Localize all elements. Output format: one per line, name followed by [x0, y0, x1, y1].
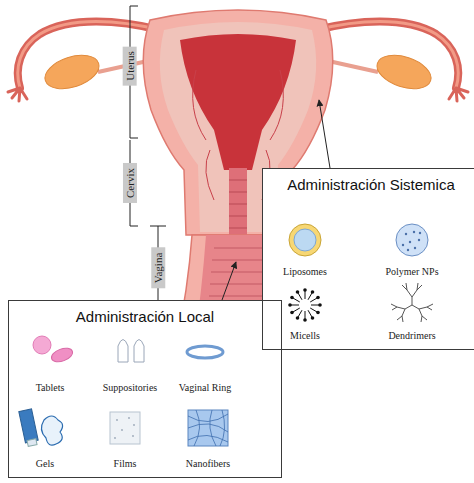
leader-arrow [222, 262, 236, 300]
item-label: Vaginal Ring [179, 382, 232, 393]
polymer-np-icon [396, 224, 428, 256]
item-label: Liposomes [283, 266, 327, 277]
panel-title: Administración Sistemica [263, 176, 474, 193]
leader-arrow [319, 100, 330, 168]
tablet-icon [33, 336, 74, 364]
item-label: Tablets [36, 382, 65, 393]
panel-box: Administración Sistemica [262, 168, 474, 350]
region-label: Cervix [124, 168, 136, 198]
film-icon [110, 412, 140, 444]
micelle-icon [288, 288, 322, 322]
item-label: Polymer NPs [385, 266, 438, 277]
uterine-cavity [180, 34, 296, 170]
item-label: Micells [290, 330, 320, 341]
adnexa-right [316, 22, 468, 102]
region-label: Vagina [152, 253, 164, 284]
gel-icon [19, 409, 63, 447]
item-label: Films [114, 458, 137, 469]
item-label: Gels [36, 458, 54, 469]
region-label: Uterus [124, 51, 136, 80]
item-label: Dendrimers [388, 330, 435, 341]
adnexa-left [8, 22, 160, 102]
region-tab: Uterus [123, 46, 137, 85]
nanofiber-icon [188, 410, 228, 446]
vaginal-ring-icon [187, 346, 223, 358]
liposome-icon [289, 224, 321, 256]
cervical-canal [229, 168, 247, 236]
dendrimer-icon [391, 283, 433, 322]
region-tab: Cervix [123, 163, 137, 203]
item-label: Suppositories [103, 382, 157, 393]
item-label: Nanofibers [186, 458, 230, 469]
panel-title: Administración Local [9, 308, 281, 325]
suppository-icon [118, 340, 144, 363]
region-tab: Vagina [151, 248, 165, 289]
